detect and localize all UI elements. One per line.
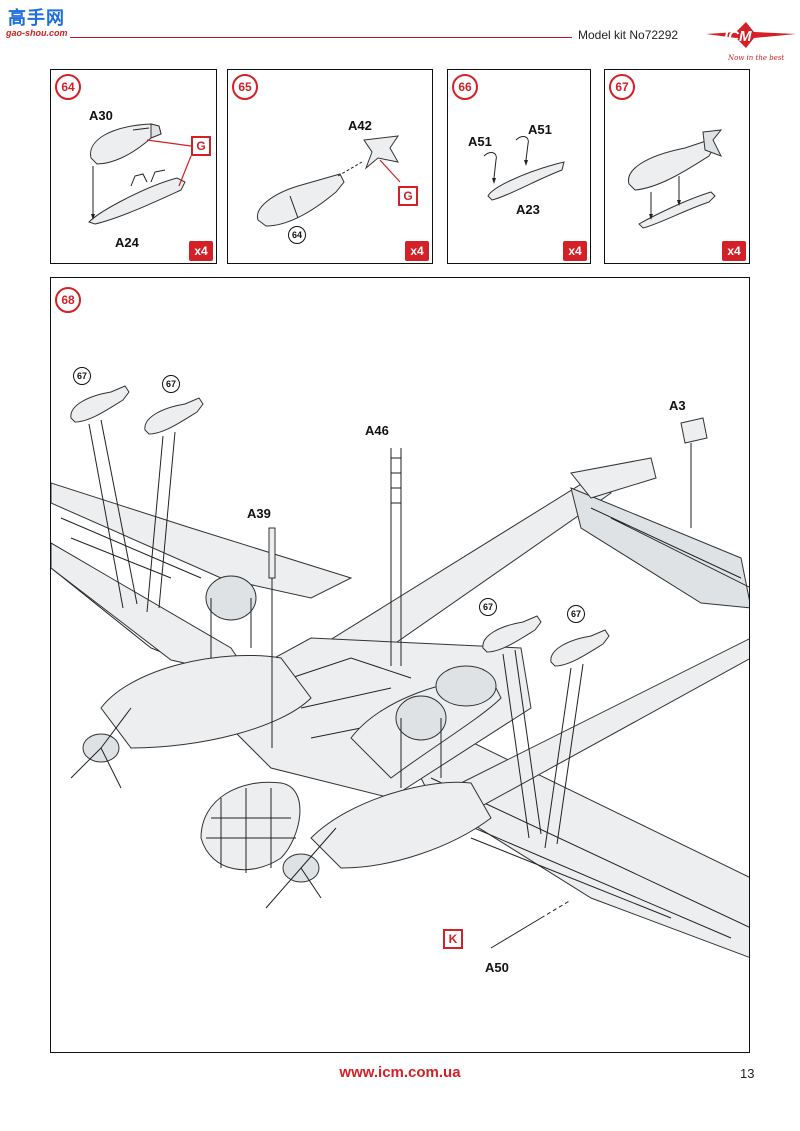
part-label-a51-left: A51 bbox=[468, 134, 492, 149]
step-65-panel: 65 A42 G 64 x4 bbox=[227, 69, 433, 264]
part-label-a30: A30 bbox=[89, 108, 113, 123]
drop-tank-drawing bbox=[88, 123, 192, 225]
part-label-a51-right: A51 bbox=[528, 122, 552, 137]
step-66-panel: 66 A51 A51 A23 x4 bbox=[447, 69, 591, 264]
watermark-bottom-text: gao-shou.com bbox=[6, 28, 68, 38]
model-kit-label: Model kit No72292 bbox=[578, 28, 679, 42]
watermark-top-text: 高手网 bbox=[8, 8, 65, 29]
step-number: 66 bbox=[452, 74, 478, 100]
step-67-panel: 67 x4 bbox=[604, 69, 750, 264]
subassembly-ref-67: 67 bbox=[73, 367, 91, 385]
logo-slogan: Now in the best bbox=[727, 54, 784, 62]
part-label-a50: A50 bbox=[485, 960, 509, 975]
subassembly-ref-67: 67 bbox=[567, 605, 585, 623]
quantity-badge: x4 bbox=[189, 241, 213, 261]
sprue-g-marker: G bbox=[191, 136, 211, 156]
watermark-logo: 高手网 gao-shou.com bbox=[6, 4, 74, 42]
quantity-badge: x4 bbox=[722, 241, 746, 261]
part-label-a3: A3 bbox=[669, 398, 686, 413]
step-64-panel: 64 A30 A24 G x4 bbox=[50, 69, 217, 264]
logo-text: ICM bbox=[724, 28, 752, 45]
step-number: 67 bbox=[609, 74, 635, 100]
icm-logo: ICM Now in the best bbox=[706, 20, 796, 70]
bomb-with-rack-drawing bbox=[628, 129, 723, 229]
fin-assembly-drawing bbox=[257, 135, 401, 227]
subassembly-ref-67: 67 bbox=[162, 375, 180, 393]
page-number: 13 bbox=[740, 1066, 755, 1081]
part-label-a23: A23 bbox=[516, 202, 540, 217]
aircraft-assembly-drawing bbox=[51, 385, 749, 958]
step-number: 64 bbox=[55, 74, 81, 100]
website-link[interactable]: www.icm.com.ua bbox=[339, 1064, 461, 1081]
step-number: 68 bbox=[55, 287, 81, 313]
quantity-badge: x4 bbox=[563, 241, 587, 261]
bomb-rack-drawing bbox=[483, 136, 565, 201]
part-label-a24: A24 bbox=[115, 235, 139, 250]
sprue-k-marker: K bbox=[443, 929, 463, 949]
part-label-a42: A42 bbox=[348, 118, 372, 133]
step-number: 65 bbox=[232, 74, 258, 100]
header-rule bbox=[70, 37, 572, 38]
sprue-g-marker: G bbox=[398, 186, 418, 206]
step-68-panel: 68 A3 A46 A39 A50 K 67 67 67 67 bbox=[50, 277, 750, 1053]
part-label-a46: A46 bbox=[365, 423, 389, 438]
subassembly-ref-67: 67 bbox=[479, 598, 497, 616]
subassembly-ref-64: 64 bbox=[288, 226, 306, 244]
part-label-a39: A39 bbox=[247, 506, 271, 521]
quantity-badge: x4 bbox=[405, 241, 429, 261]
